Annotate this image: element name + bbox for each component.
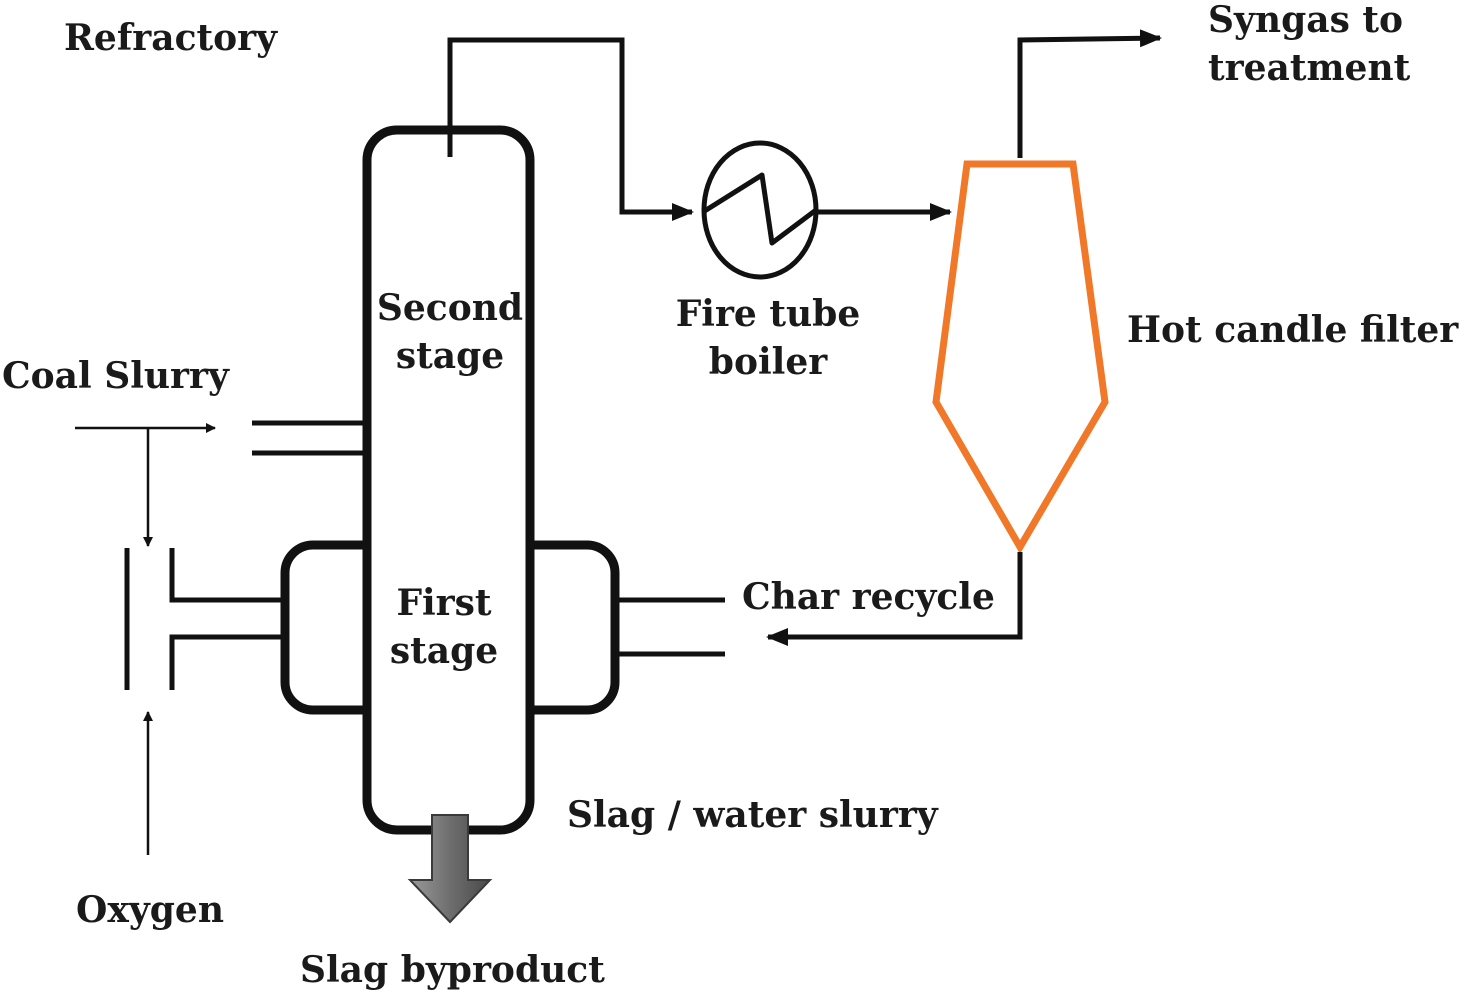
- label-slag-byproduct: Slag byproduct: [300, 949, 605, 991]
- label-fire-tube-line1: Fire tube: [676, 293, 861, 335]
- label-char-recycle: Char recycle: [742, 576, 995, 618]
- label-syngas-line2: treatment: [1208, 47, 1411, 89]
- label-fire-tube-line2: boiler: [709, 341, 828, 383]
- syngas-outlet-pipe: [447, 37, 694, 221]
- label-slag-water-slurry: Slag / water slurry: [567, 794, 939, 836]
- candle-filter-icon: [932, 160, 1109, 554]
- injector-lower-pipe: [169, 634, 285, 690]
- fire-tube-boiler: [701, 140, 819, 280]
- label-oxygen: Oxygen: [76, 889, 224, 931]
- gasifier-vessel: [362, 125, 535, 835]
- label-second-stage-line1: Second: [377, 287, 523, 329]
- label-first-stage-line1: First: [396, 582, 491, 624]
- boiler-coil-icon: [701, 140, 819, 280]
- label-hot-candle-filter: Hot candle filter: [1127, 309, 1459, 351]
- injector-upper-pipe: [169, 548, 285, 603]
- char-recycle-pipe: [766, 552, 1023, 646]
- boiler-zigzag: [701, 172, 818, 246]
- syngas-treatment-pipe: [1017, 29, 1162, 158]
- label-syngas-line1: Syngas to: [1208, 0, 1403, 41]
- label-second-stage-line2: stage: [396, 335, 504, 377]
- down-arrow-icon: [407, 814, 493, 924]
- label-first-stage-line2: stage: [390, 630, 498, 672]
- label-refractory: Refractory: [64, 17, 278, 59]
- label-coal-slurry: Coal Slurry: [2, 355, 230, 397]
